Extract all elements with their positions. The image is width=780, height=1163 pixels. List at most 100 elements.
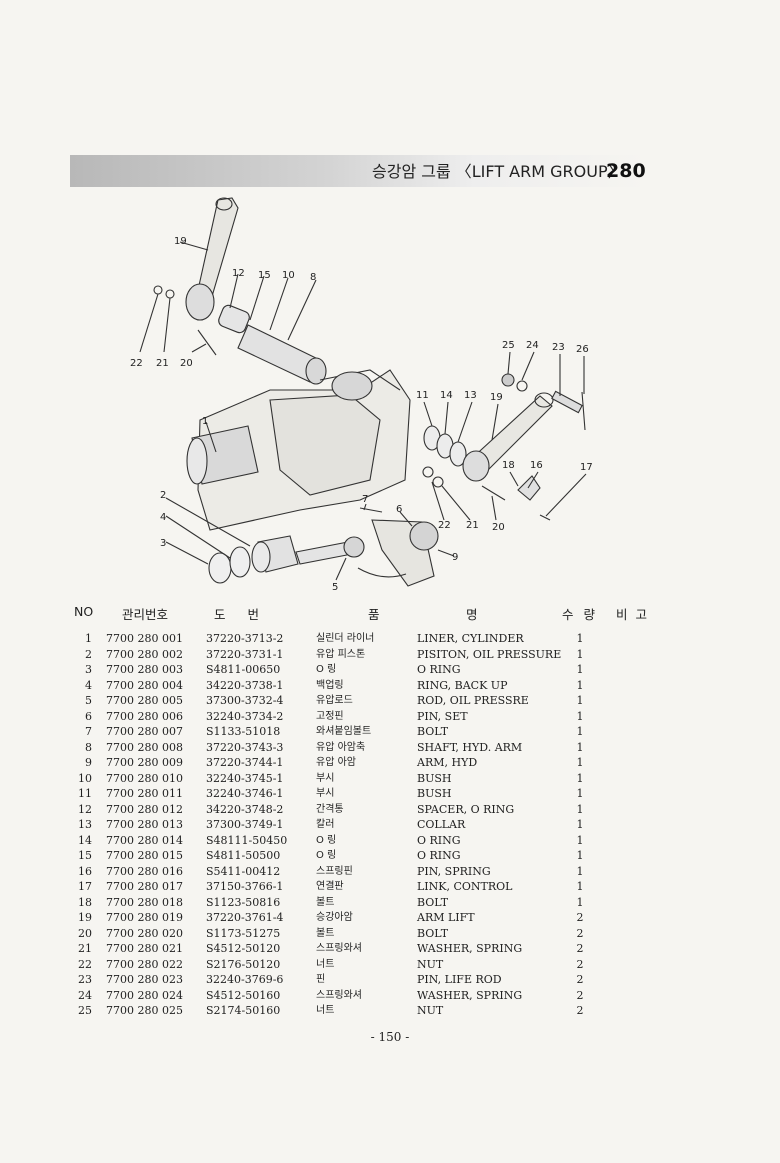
part-name-english: O RING	[417, 849, 461, 862]
callout-6: 6	[396, 504, 402, 515]
management-number: 7700 280 008	[106, 740, 183, 754]
part-name-korean: 연결판	[316, 881, 344, 892]
drawing-number: 32240-3745-1	[206, 771, 284, 785]
quantity: 1	[576, 663, 584, 676]
management-number: 7700 280 022	[106, 957, 183, 971]
drawing-number: S4811-50500	[206, 849, 281, 862]
part-name-english: SPACER, O RING	[417, 802, 515, 816]
drawing-number: 37220-3731-1	[206, 647, 284, 661]
row-number: 9	[85, 756, 92, 769]
callout-25: 25	[502, 340, 515, 351]
drawing-number: 37220-3743-3	[206, 740, 284, 754]
quantity: 1	[576, 740, 584, 754]
header-quantity: 수 량	[562, 607, 595, 622]
part-name-korean: 유압 피스톤	[316, 648, 366, 660]
row-number: 21	[78, 942, 92, 955]
callout-19b: 19	[490, 392, 503, 403]
quantity: 1	[576, 678, 584, 692]
callout-9: 9	[452, 552, 458, 563]
row-number: 14	[78, 833, 92, 847]
quantity: 2	[576, 973, 584, 986]
row-number: 15	[78, 849, 92, 862]
callout-12: 12	[232, 268, 245, 279]
drawing-number: 37220-3713-2	[206, 632, 284, 645]
drawing-number: S5411-00412	[206, 864, 281, 878]
management-number: 7700 280 012	[106, 802, 183, 816]
part-name-english: O RING	[417, 663, 461, 676]
part-name-english: BUSH	[417, 771, 452, 785]
row-number: 6	[85, 709, 92, 723]
management-number: 7700 280 016	[106, 864, 183, 878]
part-name-english: WASHER, SPRING	[417, 942, 523, 955]
table-row: 12 7700 280 012 34220-3748-2 간격통 SPACER, O R…	[66, 802, 666, 818]
row-number: 25	[78, 1004, 92, 1017]
group-number: 280	[606, 160, 646, 182]
header-no: NO	[74, 604, 94, 619]
quantity: 1	[576, 694, 584, 707]
management-number: 7700 280 005	[106, 694, 183, 707]
part-name-korean: 핀	[316, 974, 326, 985]
part-name-korean: 너트	[316, 958, 335, 970]
quantity: 2	[576, 942, 584, 955]
drawing-number: 37220-3744-1	[206, 756, 284, 769]
part-name-korean: O 링	[316, 664, 337, 675]
callout-17: 17	[580, 462, 593, 473]
row-number: 3	[85, 663, 92, 676]
callout-20b: 20	[492, 522, 505, 533]
quantity: 1	[576, 787, 584, 800]
row-number: 12	[78, 802, 92, 816]
part-name-english: LINK, CONTROL	[417, 880, 513, 893]
part-name-english: NUT	[417, 957, 444, 971]
exploded-parts-diagram: 19 12 15 10 8 22 21 20 25 24 23 26 11 14…	[120, 190, 640, 600]
part-name-korean: 볼트	[316, 896, 335, 908]
row-number: 1	[85, 632, 92, 645]
row-number: 24	[78, 988, 92, 1002]
part-name-korean: 간격통	[316, 803, 344, 815]
header-remark: 비 고	[616, 607, 647, 622]
part-name-korean: 스프링와셔	[316, 943, 362, 954]
part-name-korean: O 링	[316, 834, 337, 846]
quantity: 2	[576, 926, 584, 940]
quantity: 2	[576, 911, 584, 924]
page-number: - 150 -	[370, 1030, 410, 1044]
management-number: 7700 280 017	[106, 880, 183, 893]
part-name-english: PISITON, OIL PRESSURE	[417, 647, 562, 661]
management-number: 7700 280 020	[106, 926, 183, 940]
row-number: 2	[85, 647, 92, 661]
callout-8: 8	[310, 272, 316, 283]
management-number: 7700 280 019	[106, 911, 183, 924]
part-name-english: WASHER, SPRING	[417, 988, 523, 1002]
part-name-korean: 너트	[316, 1005, 335, 1016]
part-name-english: LINER, CYLINDER	[417, 632, 524, 645]
management-number: 7700 280 003	[106, 663, 183, 676]
callout-3: 3	[160, 538, 166, 549]
header-drawing-number: 도 번	[214, 607, 259, 622]
quantity: 1	[576, 833, 584, 847]
drawing-number: 34220-3748-2	[206, 802, 284, 816]
row-number: 8	[85, 740, 92, 754]
part-name-english: ARM, HYD	[417, 756, 478, 769]
part-name-english: BUSH	[417, 787, 452, 800]
management-number: 7700 280 014	[106, 833, 183, 847]
callout-24: 24	[526, 340, 539, 351]
drawing-number: S4512-50120	[206, 942, 281, 955]
header-part-name-1: 품	[368, 607, 380, 622]
drawing-number: 32240-3734-2	[206, 709, 284, 723]
part-name-korean: 부시	[316, 772, 335, 784]
management-number: 7700 280 015	[106, 849, 183, 862]
row-number: 7	[85, 725, 92, 738]
row-number: 19	[78, 911, 92, 924]
quantity: 1	[576, 756, 584, 769]
quantity: 1	[576, 818, 584, 831]
